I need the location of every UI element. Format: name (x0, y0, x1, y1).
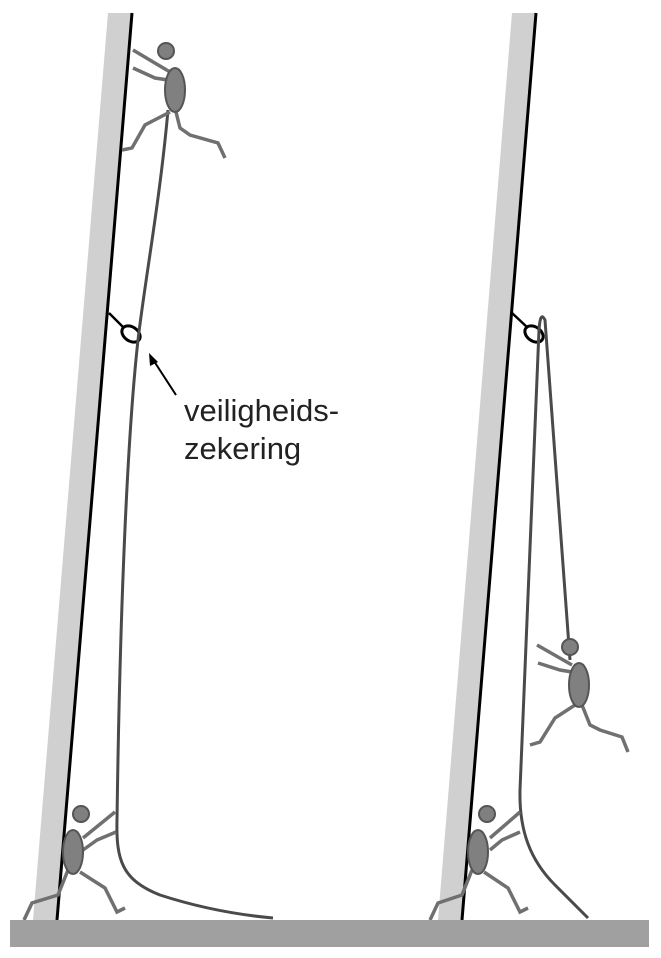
right-climber (529, 638, 630, 753)
right-wall-edge (460, 12, 538, 921)
left-panel (22, 12, 274, 921)
anchor-label-line1: veiligheids- (184, 393, 340, 428)
left-climber (121, 42, 227, 159)
ground (10, 920, 649, 947)
left-wall-edge (55, 12, 134, 921)
left-rope (115, 109, 274, 920)
right-belayer (428, 805, 529, 921)
anchor-label-arrow (149, 353, 177, 396)
right-rope (518, 315, 590, 920)
right-panel (428, 12, 630, 921)
anchor-label: veiligheids- zekering (184, 392, 339, 468)
left-wall (33, 13, 132, 920)
anchor-label-line2: zekering (184, 431, 302, 466)
left-belayer (22, 805, 126, 921)
right-wall (438, 13, 536, 920)
